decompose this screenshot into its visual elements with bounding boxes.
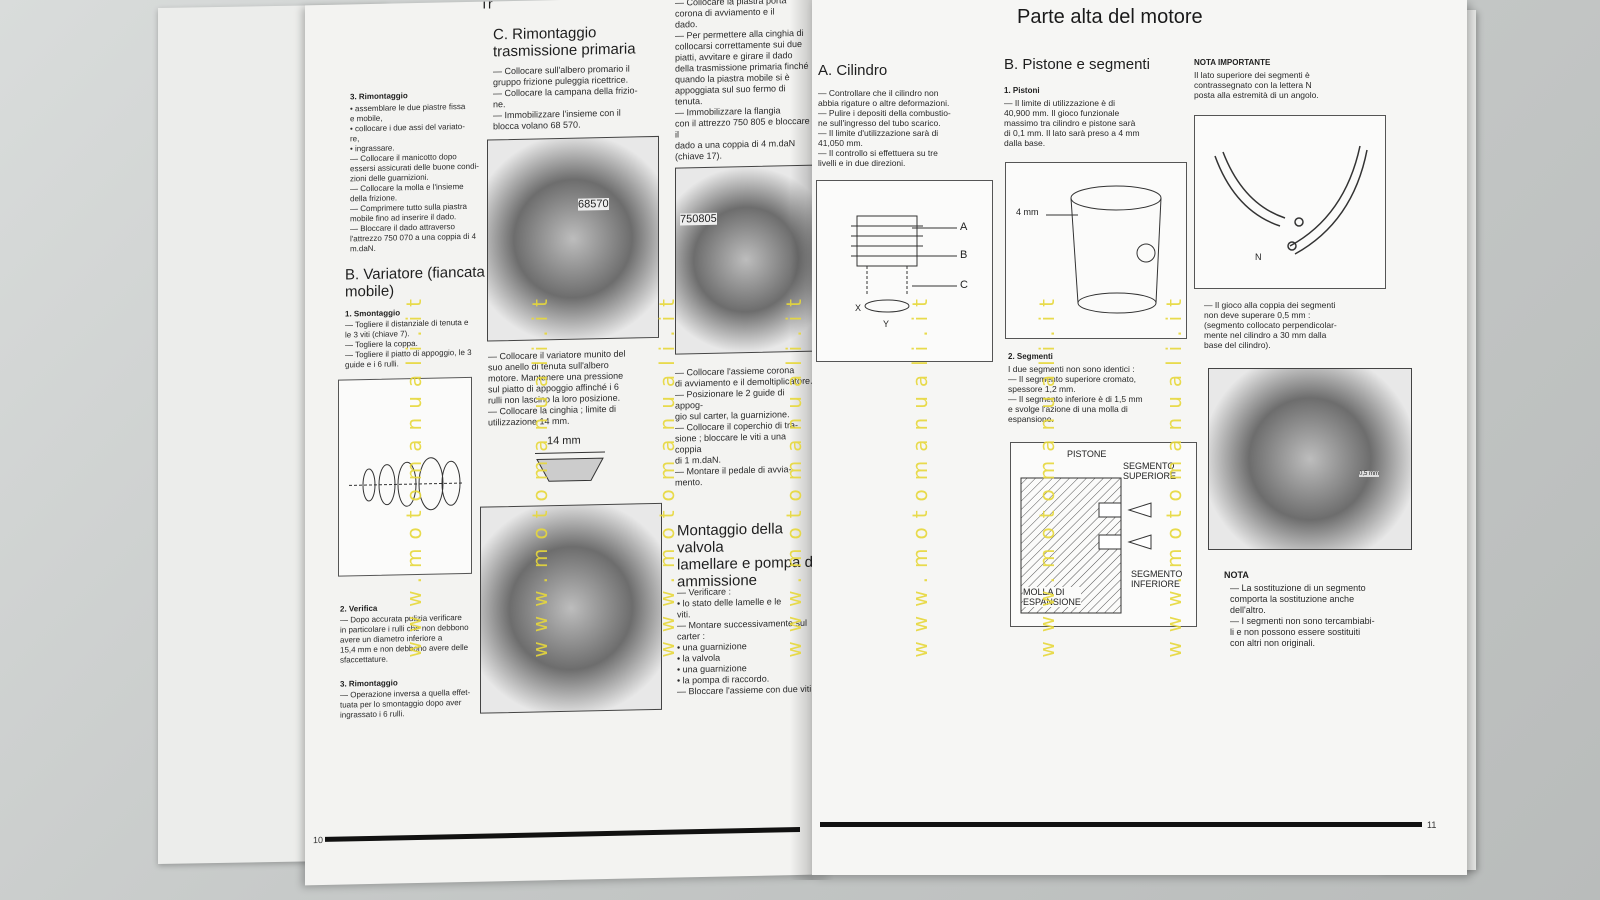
flywheel-lock-photo: 68570 bbox=[487, 135, 659, 342]
right-footer-bar bbox=[820, 822, 1422, 827]
label-pistone: PISTONE bbox=[1067, 449, 1107, 459]
label-molla-espansione: MOLLA DI ESPANSIONE bbox=[1023, 587, 1081, 607]
nota-heading: NOTA bbox=[1224, 570, 1249, 580]
belt-section-drawing bbox=[535, 451, 605, 482]
watermark-3: www.motomanuali.it bbox=[655, 290, 679, 658]
cyl-label-a: A bbox=[960, 221, 968, 233]
piston-figure: 4 mm bbox=[1005, 162, 1187, 339]
left-footer-bar bbox=[325, 826, 800, 842]
right-page: Parte alta del motore A. Cilindro — Cont… bbox=[812, 0, 1467, 875]
nota-text: — La sostituzione di un segmento comport… bbox=[1230, 583, 1375, 648]
watermark-5: www.motomanuali.it bbox=[908, 290, 932, 658]
ring-section-figure: PISTONE SEGMENTO SUPERIORE SEGMENTO INFE… bbox=[1010, 442, 1197, 627]
segmenti-heading: 2. Segmenti bbox=[1008, 352, 1053, 361]
sec3-text: • assemblare le due piastre fissa e mobi… bbox=[350, 101, 479, 254]
top-partial-title: Tr bbox=[480, 0, 493, 12]
sec3-heading: 3. Rimontaggio bbox=[350, 91, 408, 102]
belt-width-label: 14 mm bbox=[547, 434, 581, 448]
cyl-label-y: Y bbox=[883, 319, 890, 329]
cyl-label-c: C bbox=[960, 279, 968, 291]
gap-text: — Il gioco alla coppia dei segmenti non … bbox=[1204, 300, 1337, 350]
ring-n-label: N bbox=[1255, 252, 1262, 262]
segmenti-text: I due segmenti non sono identici : — Il … bbox=[1008, 364, 1143, 424]
page-title: Parte alta del motore bbox=[1017, 6, 1203, 28]
tool-label-750805: 750805 bbox=[680, 212, 717, 226]
piston-drawing bbox=[1046, 185, 1162, 314]
label-segmento-superiore: SEGMENTO SUPERIORE bbox=[1123, 461, 1177, 481]
cyl-label-b: B bbox=[960, 249, 968, 261]
nota-importante-heading: NOTA IMPORTANTE bbox=[1194, 58, 1271, 67]
left-page: Tr 3. Rimontaggio • assemblare le due pi… bbox=[305, 0, 815, 886]
nota-importante-text: Il lato superiore dei segmenti è contras… bbox=[1194, 70, 1319, 100]
gap-dim-label: 0,5 mm bbox=[1359, 471, 1380, 477]
pistoni-text: — Il limite di utilizzazione è di 40,900… bbox=[1004, 98, 1140, 148]
watermark-2: www.motomanuali.it bbox=[528, 290, 552, 658]
ring-section-drawing bbox=[1020, 477, 1152, 614]
ring-gap-photo: 0,5 mm bbox=[1208, 368, 1412, 550]
watermark-7: www.motomanuali.it bbox=[1162, 290, 1186, 658]
secA-heading: A. Cilindro bbox=[818, 62, 888, 79]
rimontaggio-text: — Operazione inversa a quella effet- tua… bbox=[340, 687, 471, 720]
label-segmento-inferiore: SEGMENTO INFERIORE bbox=[1131, 569, 1183, 589]
tool-label-68570: 68570 bbox=[578, 197, 609, 211]
variator-drawing bbox=[349, 457, 464, 511]
variator-exploded-figure bbox=[338, 376, 472, 577]
verifica-heading: 2. Verifica bbox=[340, 603, 378, 614]
smontaggio-heading: 1. Smontaggio bbox=[345, 308, 401, 319]
cylinder-drawing bbox=[851, 215, 957, 313]
mid-text: — Collocare il variatore munito del suo … bbox=[488, 348, 626, 428]
variator-assembly-photo bbox=[480, 502, 662, 714]
piston-dim-label: 4 mm bbox=[1016, 207, 1039, 217]
secC-text: — Collocare sull'albero promario il grup… bbox=[493, 63, 638, 132]
cyl-label-x: X bbox=[855, 303, 862, 313]
pistoni-heading: 1. Pistoni bbox=[1004, 86, 1040, 95]
secA-text: — Controllare che il cilindro non abbia … bbox=[818, 88, 951, 168]
right-page-number: 11 bbox=[1427, 820, 1437, 830]
watermark-4: www.motomanuali.it bbox=[782, 290, 806, 658]
rimontaggio-heading: 3. Rimontaggio bbox=[340, 678, 398, 689]
watermark-1: www.motomanuali.it bbox=[402, 290, 426, 658]
watermark-6: www.motomanuali.it bbox=[1035, 290, 1059, 658]
secC-heading: C. Rimontaggio trasmissione primaria bbox=[493, 24, 636, 61]
ring-marking-figure: N bbox=[1194, 115, 1386, 289]
left-page-number: 10 bbox=[313, 834, 324, 846]
cylinder-figure: A B C X Y bbox=[816, 180, 993, 362]
secB-heading-right: B. Pistone e segmenti bbox=[1004, 56, 1150, 73]
belt-section-figure: 14 mm bbox=[525, 434, 615, 486]
ring-marking-drawing bbox=[1214, 145, 1368, 255]
